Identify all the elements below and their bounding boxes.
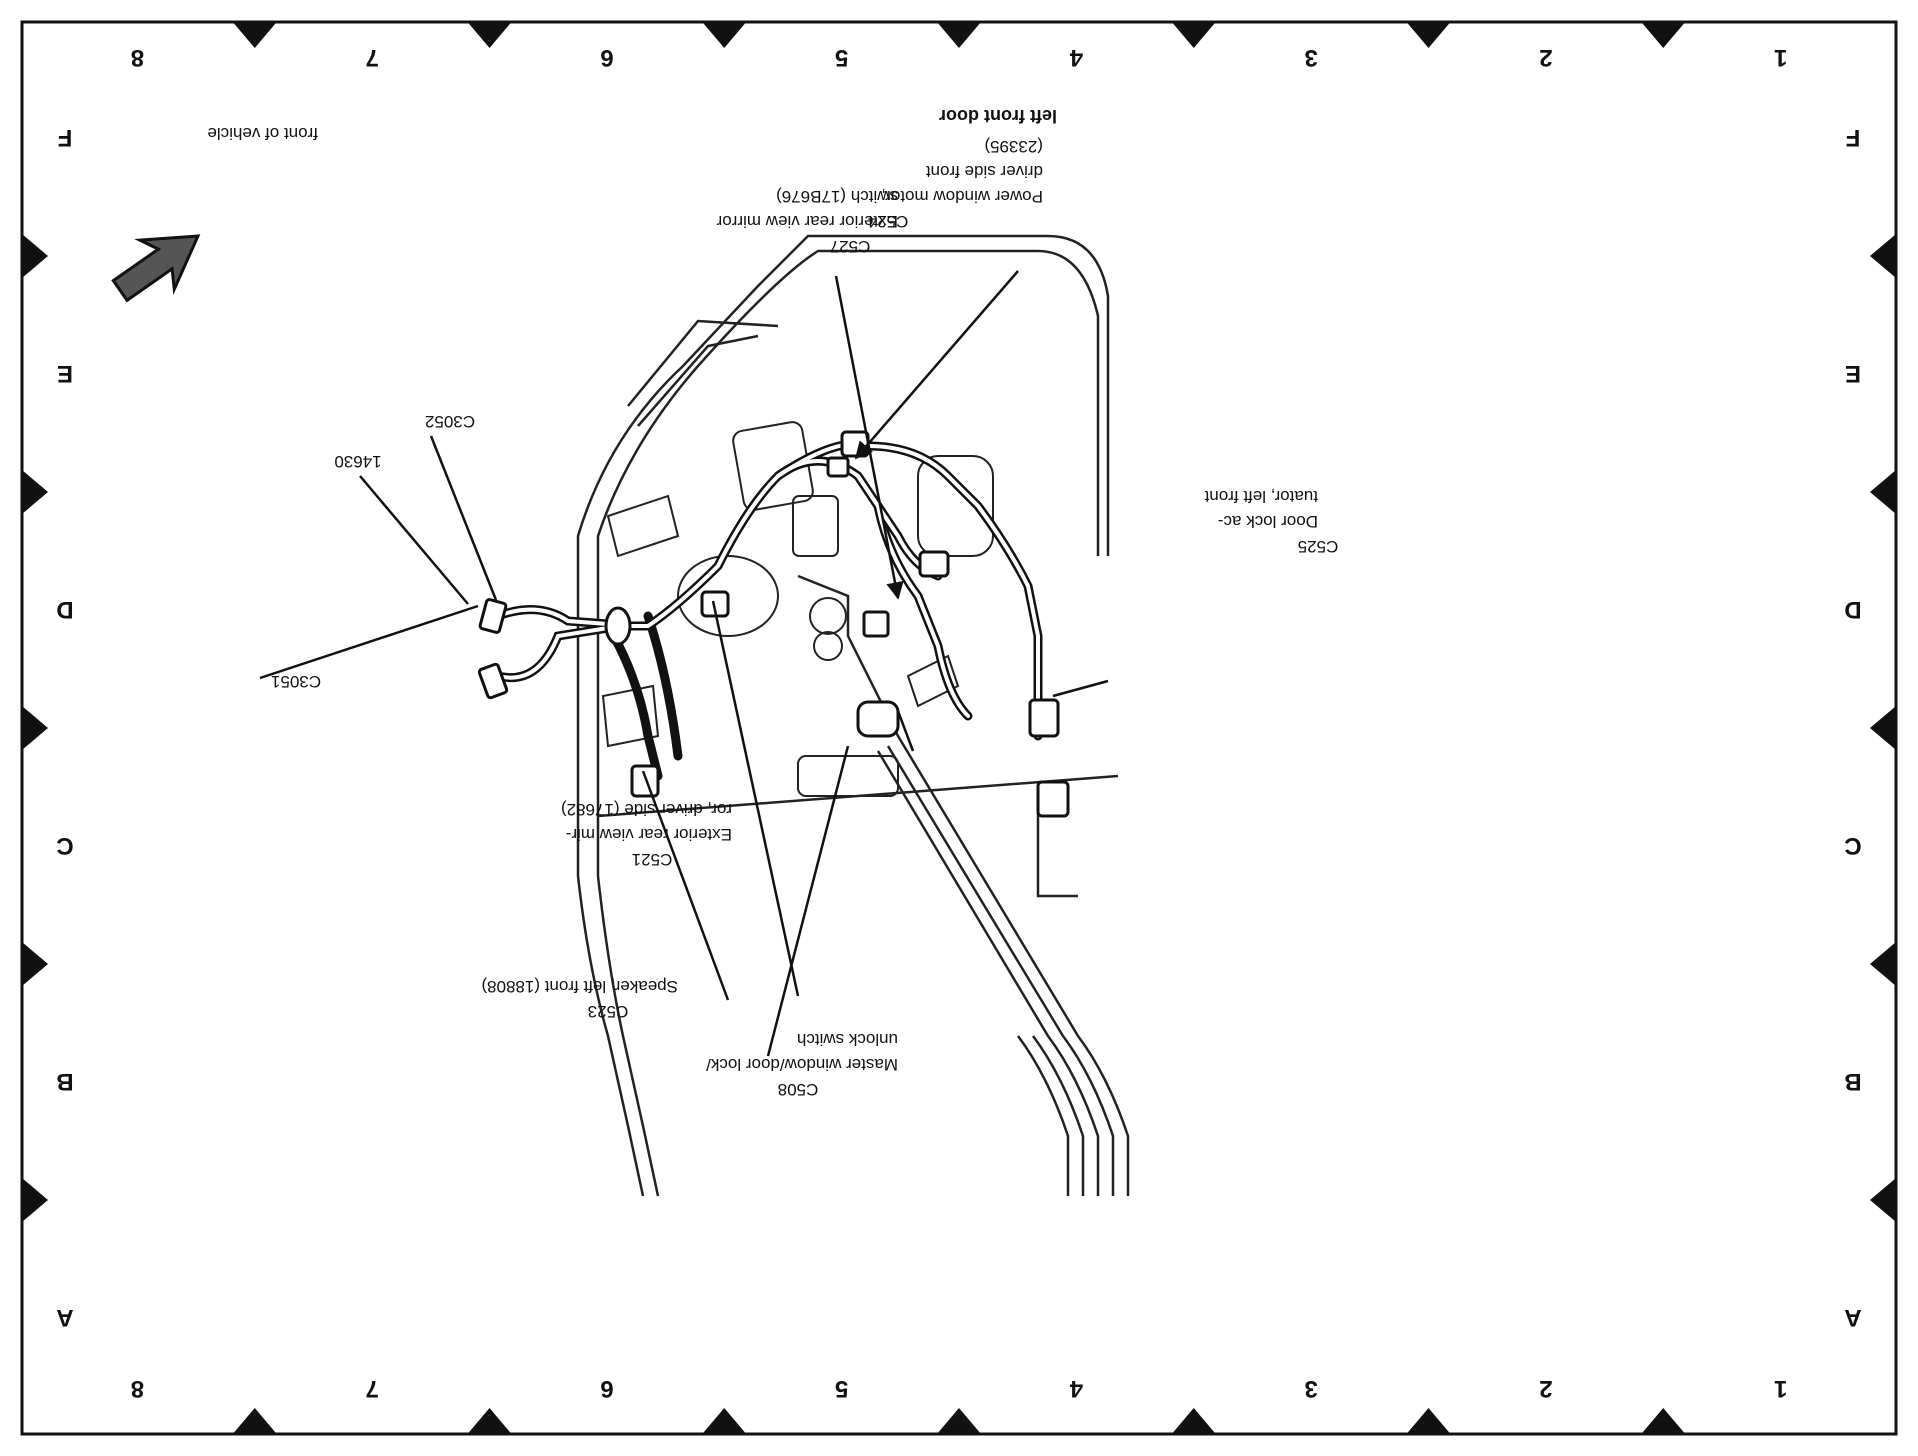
column-label-bottom: 7	[365, 44, 378, 71]
column-label-top: 1	[1774, 1375, 1787, 1402]
diagram-frame: 1 2 3 4 5 6 7 8 1 2 3 4 5 6 7 8 A B C D E F A B C D E F left fro…	[20, 20, 1898, 1436]
row-label-right: E	[57, 360, 73, 387]
row-tick-left	[1870, 1178, 1896, 1222]
column-tick-bottom	[1171, 22, 1216, 48]
row-tick-left	[1870, 470, 1896, 514]
column-tick-top	[1406, 1408, 1451, 1434]
harness-grommet	[604, 606, 632, 646]
column-label-bottom: 8	[131, 44, 144, 71]
column-label-bottom: 2	[1539, 44, 1552, 71]
c524-line-1: Power window motor,	[881, 187, 1043, 206]
column-tick-top	[467, 1408, 512, 1434]
column-tick-top	[937, 1408, 981, 1434]
c524-line-3: (23395)	[984, 137, 1043, 156]
column-labels-bottom: 1 2 3 4 5 6 7 8	[131, 44, 1788, 71]
column-label-top: 8	[131, 1375, 144, 1402]
row-tick-right	[22, 706, 48, 750]
row-tick-right	[22, 234, 48, 278]
column-label-top: 4	[1069, 1375, 1083, 1402]
row-labels-right: A B C D E F	[56, 124, 73, 1331]
column-label-top: 2	[1539, 1375, 1552, 1402]
c523-code: C523	[588, 1002, 629, 1021]
column-label-top: 7	[365, 1375, 378, 1402]
column-label-bottom: 6	[600, 44, 613, 71]
c3051-label: C3051	[271, 672, 321, 691]
column-label-top: 6	[600, 1375, 613, 1402]
column-tick-bottom	[937, 22, 981, 48]
row-tick-left	[1870, 942, 1896, 986]
inner-panel-openings	[601, 421, 994, 797]
column-labels-top: 1 2 3 4 5 6 7 8	[131, 1375, 1788, 1402]
row-labels-left: A B C D E F	[1844, 124, 1861, 1331]
callout-c527: C527 Exterior rear view mirror switch (1…	[716, 187, 898, 256]
column-tick-top	[1641, 1408, 1686, 1434]
column-tick-top	[232, 1408, 277, 1434]
column-label-top: 5	[835, 1375, 848, 1402]
row-label-left: C	[1844, 832, 1861, 859]
column-label-bottom: 5	[835, 44, 848, 71]
row-tick-left	[1870, 234, 1896, 278]
column-label-bottom: 3	[1304, 44, 1317, 71]
row-label-left: D	[1844, 596, 1861, 623]
column-tick-bottom	[1406, 22, 1451, 48]
callout-c525: C525 Door lock ac- tuator, left front	[1204, 487, 1338, 556]
callout-c521: C521 Exterior rear view mir- ror, driver…	[561, 800, 732, 869]
row-tick-right	[22, 1178, 48, 1222]
c525-code: C525	[1298, 537, 1339, 556]
callout-c523: C523 Speaker, left front (18808)	[481, 977, 678, 1021]
c3052-label: C3052	[425, 412, 475, 431]
diagram-title: left front door	[939, 106, 1057, 126]
row-label-left: E	[1845, 360, 1861, 387]
row-tick-marks	[22, 234, 1896, 1222]
c524-code: C524	[868, 212, 909, 231]
column-label-bottom: 4	[1069, 44, 1083, 71]
row-label-right: A	[56, 1304, 73, 1331]
callout-c508: C508 Master window/door lock/ unlock swi…	[706, 1030, 898, 1099]
front-of-vehicle-arrow-icon	[111, 234, 201, 303]
c521-line-1: Exterior rear view mir-	[566, 825, 732, 844]
row-tick-right	[22, 942, 48, 986]
connector-shapes	[477, 430, 1070, 818]
c508-line-1: Master window/door lock/	[706, 1055, 898, 1074]
column-label-top: 3	[1304, 1375, 1317, 1402]
row-label-right: F	[58, 124, 73, 151]
c527-line-1: Exterior rear view mirror	[716, 212, 898, 231]
row-tick-left	[1870, 706, 1896, 750]
diagram-border	[20, 20, 1898, 1436]
c527-line-2: switch (17B676)	[776, 187, 898, 206]
column-tick-top	[1171, 1408, 1216, 1434]
row-label-right: C	[56, 832, 73, 859]
leader-lines	[259, 270, 1109, 1057]
c508-line-2: unlock switch	[797, 1030, 898, 1049]
harness-14630-label: 14630	[334, 452, 381, 471]
c521-line-2: ror, driver side (17682)	[561, 800, 732, 819]
column-tick-bottom	[702, 22, 747, 48]
c524-line-2: driver side front	[926, 162, 1043, 181]
row-label-right: D	[56, 596, 73, 623]
door-outline	[576, 234, 1130, 1197]
c525-line-1: Door lock ac-	[1218, 512, 1318, 531]
column-label-bottom: 1	[1774, 44, 1787, 71]
row-label-left: B	[1844, 1068, 1861, 1095]
row-label-right: B	[56, 1068, 73, 1095]
row-label-left: F	[1846, 124, 1861, 151]
column-tick-top	[702, 1408, 747, 1434]
c521-code: C521	[632, 850, 673, 869]
c525-line-2: tuator, left front	[1204, 487, 1318, 506]
c523-line-1: Speaker, left front (18808)	[481, 977, 678, 996]
wiring-location-diagram: 1 2 3 4 5 6 7 8 1 2 3 4 5 6 7 8 A B C D E F A B C D E F left fro…	[20, 20, 1898, 1436]
c508-code: C508	[778, 1080, 819, 1099]
callout-c524: C524 Power window motor, driver side fro…	[868, 137, 1043, 231]
column-tick-bottom	[467, 22, 512, 48]
column-tick-bottom	[232, 22, 277, 48]
front-of-vehicle-label: front of vehicle	[207, 124, 318, 143]
row-label-left: A	[1844, 1304, 1861, 1331]
column-tick-bottom	[1641, 22, 1686, 48]
column-tick-marks	[232, 22, 1686, 1434]
c527-code: C527	[830, 237, 871, 256]
row-tick-right	[22, 470, 48, 514]
